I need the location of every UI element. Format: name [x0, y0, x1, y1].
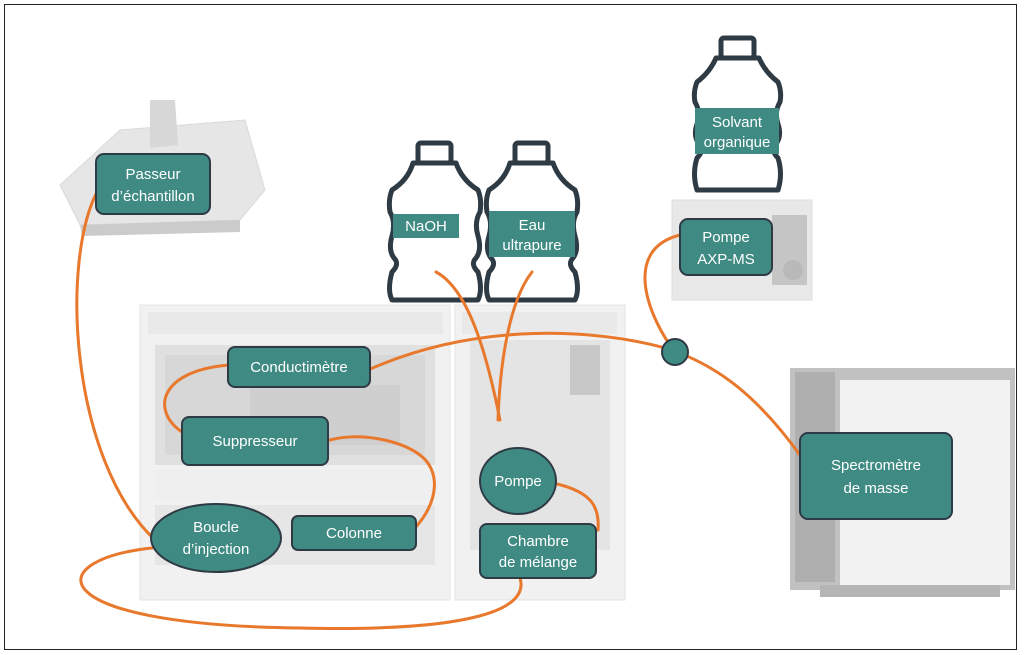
svg-text:Solvant: Solvant — [712, 114, 763, 131]
svg-text:Spectromètre: Spectromètre — [831, 457, 921, 474]
svg-text:Eau: Eau — [519, 217, 546, 234]
junction-tee — [661, 338, 689, 366]
svg-text:Conductimètre: Conductimètre — [250, 359, 348, 376]
svg-text:de masse: de masse — [843, 480, 908, 497]
label-suppresseur: Suppresseur — [181, 416, 329, 466]
label-spectrometre-masse: Spectromètre de masse — [799, 432, 953, 520]
svg-text:Suppresseur: Suppresseur — [212, 433, 297, 450]
label-pompe-axp-ms: Pompe AXP-MS — [679, 218, 773, 276]
svg-text:de mélange: de mélange — [499, 554, 577, 571]
svg-text:Chambre: Chambre — [507, 533, 569, 550]
svg-text:ultrapure: ultrapure — [502, 237, 561, 254]
passeur-line-1: Passeur — [125, 166, 180, 183]
label-passeur-echantillon: Passeur d’échantillon — [95, 153, 211, 215]
label-boucle-injection: Boucle d’injection — [150, 503, 282, 573]
passeur-line-2: d’échantillon — [111, 188, 194, 205]
svg-text:AXP-MS: AXP-MS — [697, 251, 755, 268]
label-eau-ultrapure: Eau ultrapure — [489, 211, 575, 257]
svg-text:Pompe: Pompe — [702, 229, 750, 246]
label-naoh: NaOH — [393, 214, 459, 238]
svg-text:d’injection: d’injection — [183, 541, 250, 558]
svg-text:Boucle: Boucle — [193, 519, 239, 536]
label-pompe: Pompe — [479, 447, 557, 515]
svg-text:NaOH: NaOH — [405, 218, 447, 235]
svg-text:Colonne: Colonne — [326, 525, 382, 542]
svg-text:Pompe: Pompe — [494, 473, 542, 490]
label-chambre-melange: Chambre de mélange — [479, 523, 597, 579]
label-conductimetre: Conductimètre — [227, 346, 371, 388]
label-solvant-organique: Solvant organique — [695, 108, 779, 154]
tubing — [75, 188, 802, 630]
svg-text:organique: organique — [704, 134, 771, 151]
label-colonne: Colonne — [291, 515, 417, 551]
